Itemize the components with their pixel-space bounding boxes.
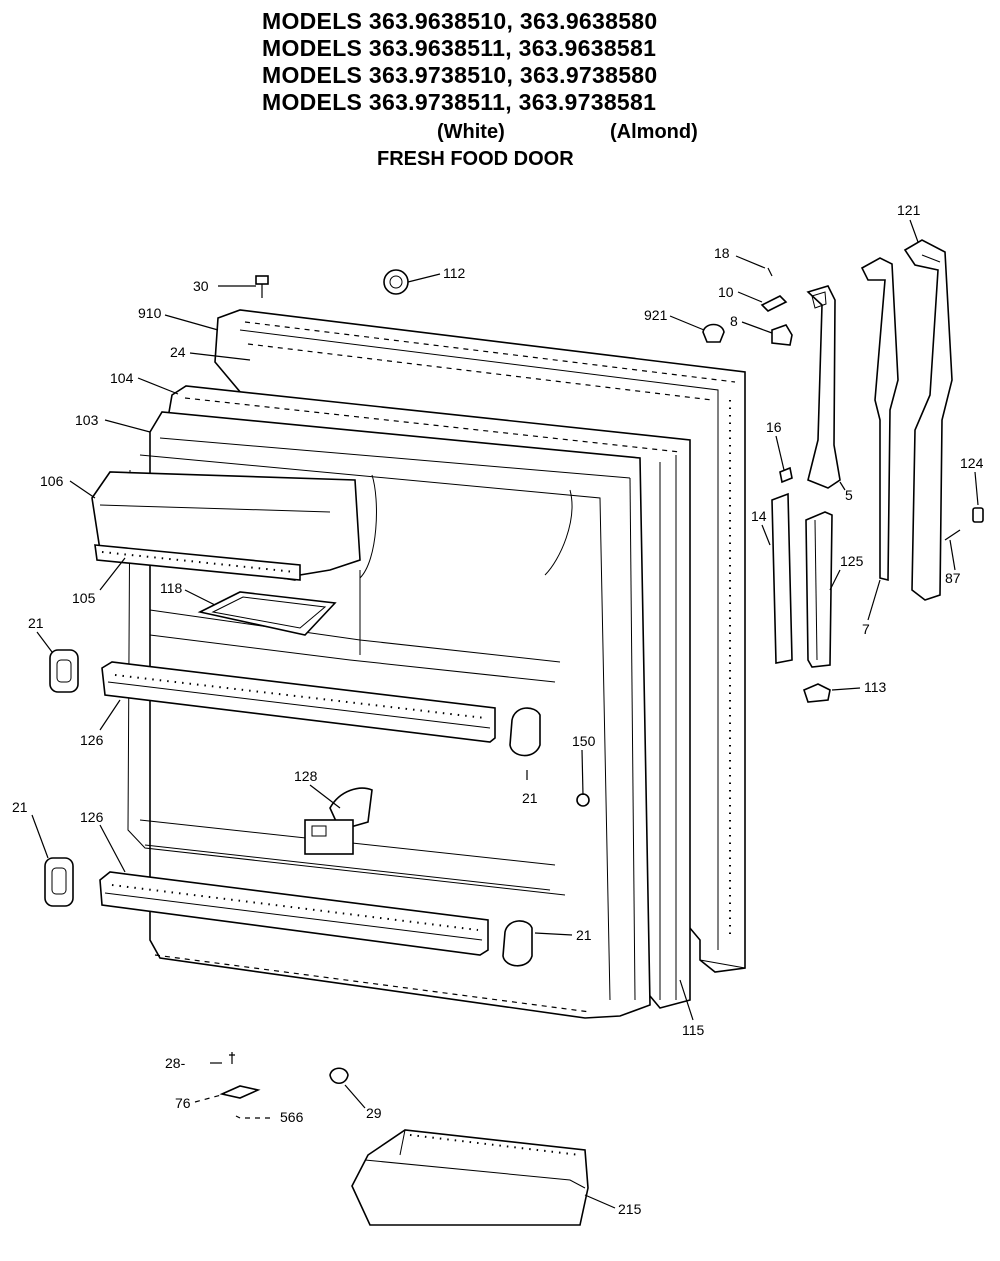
callout-21-left-lower: 21 (12, 799, 28, 815)
callout-14: 14 (751, 508, 767, 524)
shelf-end-cap-left-upper (49, 649, 79, 693)
callout-126-lower: 126 (80, 809, 104, 825)
screw-87 (944, 529, 961, 541)
shelf-end-cap-right-upper (509, 707, 541, 757)
callout-125: 125 (840, 553, 864, 569)
handle-bar-121 (903, 239, 953, 601)
callout-150: 150 (572, 733, 596, 749)
callout-128: 128 (294, 768, 318, 784)
section-title: FRESH FOOD DOOR (377, 148, 574, 170)
hinge-parts (760, 267, 793, 484)
callout-126-upper: 126 (80, 732, 104, 748)
callout-5: 5 (845, 487, 853, 503)
bottom-small-parts (219, 1052, 349, 1119)
shelf-end-cap-right-lower (502, 920, 533, 967)
callout-16: 16 (766, 419, 782, 435)
callout-113: 113 (864, 679, 887, 695)
hinge-bracket (806, 285, 841, 489)
callout-8: 8 (730, 313, 738, 329)
callout-87: 87 (945, 570, 961, 586)
callout-76: 76 (175, 1095, 191, 1111)
callout-124: 124 (960, 455, 984, 471)
callout-21-left-upper: 21 (28, 615, 44, 631)
butter-tray (197, 591, 337, 636)
callout-18: 18 (714, 245, 730, 261)
callout-118: 118 (160, 580, 183, 596)
color-label-white: (White) (437, 121, 505, 143)
shelf-bar-lower (99, 871, 489, 956)
door-bin-215 (351, 1129, 589, 1226)
handle-bar-7 (860, 257, 899, 582)
callout-103: 103 (75, 412, 99, 428)
callout-112: 112 (443, 265, 466, 281)
callout-28: 28- (165, 1055, 186, 1071)
callout-115: 115 (682, 1022, 705, 1038)
model-line-2: MODELS 363.9638511, 363.9638581 (262, 35, 657, 61)
screw-30 (255, 275, 269, 298)
dairy-door (91, 471, 361, 581)
diagram-header: MODELS 363.9638510, 363.9638580 MODELS 3… (0, 0, 1000, 180)
callout-921: 921 (644, 307, 668, 323)
model-line-4: MODELS 363.9738511, 363.9738581 (262, 89, 657, 115)
plug-150 (576, 793, 590, 807)
callout-105: 105 (72, 590, 96, 606)
callout-24: 24 (170, 344, 186, 360)
trim-strip-14 (771, 492, 793, 664)
callout-30: 30 (193, 278, 209, 294)
callout-10: 10 (718, 284, 734, 300)
callout-121: 121 (897, 202, 921, 218)
callout-910: 910 (138, 305, 162, 321)
callout-7: 7 (862, 621, 870, 637)
callout-215: 215 (618, 1201, 642, 1217)
callout-29: 29 (366, 1105, 382, 1121)
plug-112 (383, 269, 409, 295)
leader-lines (31, 219, 979, 1209)
callout-labels: 30 112 910 24 104 103 106 105 118 21 126… (12, 202, 984, 1217)
callout-21-right-upper: 21 (522, 790, 538, 806)
trim-strip-125 (805, 511, 833, 668)
color-label-almond: (Almond) (610, 121, 698, 143)
callout-21-right-lower: 21 (576, 927, 592, 943)
callout-106: 106 (40, 473, 64, 489)
stop-113 (803, 683, 831, 703)
screw-124 (972, 507, 984, 523)
plug-921 (702, 323, 725, 343)
shelf-end-cap-left-lower (44, 857, 74, 907)
model-line-3: MODELS 363.9738510, 363.9738580 (262, 62, 658, 88)
shelf-bar-upper (101, 661, 496, 743)
callout-104: 104 (110, 370, 134, 386)
callout-566: 566 (280, 1109, 304, 1125)
model-line-1: MODELS 363.9638510, 363.9638580 (262, 8, 658, 34)
egg-rack (304, 787, 373, 855)
